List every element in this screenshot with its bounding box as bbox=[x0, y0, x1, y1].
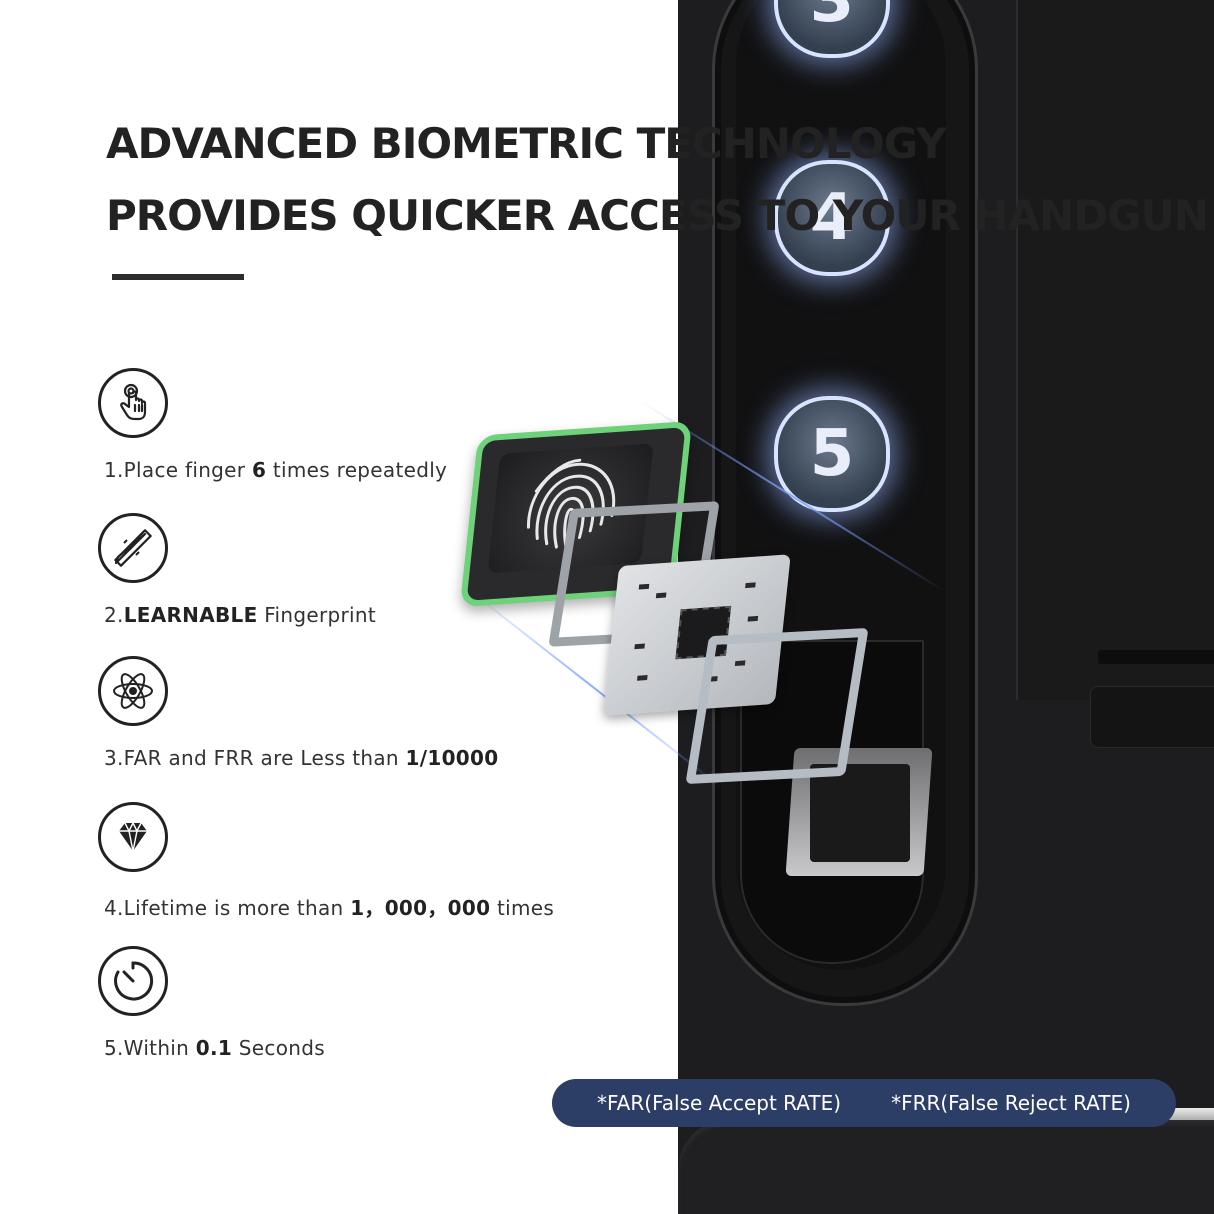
atom-icon bbox=[98, 656, 168, 726]
touch-finger-icon bbox=[98, 368, 168, 438]
safe-door-slot bbox=[1098, 650, 1214, 664]
frr-definition: *FRR(False Reject RATE) bbox=[891, 1091, 1131, 1115]
feature-text-highlight: LEARNABLE bbox=[123, 603, 258, 627]
definitions-footnote: *FAR(False Accept RATE) *FRR(False Rejec… bbox=[552, 1079, 1176, 1127]
pencil-ruler-icon bbox=[98, 513, 168, 583]
keypad-key-5[interactable]: 5 bbox=[774, 396, 890, 512]
feature-text-highlight: 0.1 bbox=[195, 1036, 233, 1060]
feature-text-prefix: 5.Within bbox=[104, 1036, 196, 1060]
feature-text-suffix: times repeatedly bbox=[266, 458, 448, 482]
feature-text-suffix: Seconds bbox=[232, 1036, 325, 1060]
pcb-component bbox=[655, 592, 667, 599]
headline-line-1: ADVANCED BIOMETRIC TECHNOLOGY bbox=[106, 119, 947, 168]
feature-text: 4.Lifetime is more than 1，000，000 times bbox=[104, 892, 554, 921]
feature-text-prefix: 3.FAR and FRR are Less than bbox=[104, 746, 406, 770]
headline: ADVANCED BIOMETRIC TECHNOLOGY PROVIDES Q… bbox=[106, 108, 1209, 252]
sensor-base-frame-layer bbox=[685, 627, 869, 785]
far-definition: *FAR(False Accept RATE) bbox=[597, 1091, 842, 1115]
feature-text: 3.FAR and FRR are Less than 1/10000 bbox=[104, 746, 498, 770]
fingerprint-sensor-tile bbox=[459, 420, 693, 608]
feature-text-highlight: 1/10000 bbox=[405, 746, 499, 770]
diamond-icon bbox=[98, 802, 168, 872]
feature-text: 5.Within 0.1 Seconds bbox=[104, 1036, 325, 1060]
feature-text-highlight: 6 bbox=[251, 458, 267, 482]
pcb-component bbox=[745, 582, 756, 589]
fingerprint-icon bbox=[487, 443, 654, 574]
feature-text-prefix: 4.Lifetime is more than bbox=[104, 896, 351, 920]
safe-bottom-face bbox=[678, 1120, 1214, 1214]
feature-text-suffix: times bbox=[490, 896, 555, 920]
safe-door-panel bbox=[1016, 0, 1214, 700]
safe-door-latch bbox=[1090, 686, 1214, 748]
fingerprint-sensor-pad[interactable] bbox=[810, 764, 910, 862]
feature-text: 1.Place finger 6 times repeatedly bbox=[104, 458, 447, 482]
keypad-key-4[interactable]: 4 bbox=[774, 160, 890, 276]
pcb-component bbox=[634, 643, 645, 650]
feature-text-suffix: Fingerprint bbox=[257, 603, 377, 627]
timer-icon bbox=[98, 946, 168, 1016]
pcb-component bbox=[747, 615, 759, 622]
feature-text-prefix: 1.Place finger bbox=[104, 458, 252, 482]
feature-text: 2.LEARNABLE Fingerprint bbox=[104, 603, 376, 627]
pcb-component bbox=[636, 675, 648, 681]
feature-text-prefix: 2. bbox=[104, 603, 124, 627]
headline-line-2: PROVIDES QUICKER ACCESS TO YOUR HANDGUN bbox=[106, 191, 1209, 240]
pcb-component bbox=[638, 583, 650, 590]
headline-underline bbox=[112, 274, 244, 280]
feature-text-highlight: 1，000，000 bbox=[350, 896, 491, 920]
